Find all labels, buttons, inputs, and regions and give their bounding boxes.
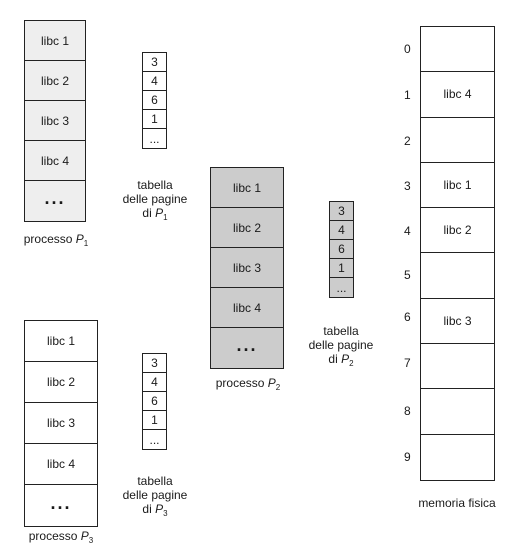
page-table-p3-label: tabella delle pagine di P3 — [122, 474, 188, 518]
page-table-p2-label: tabella delle pagine di P2 — [308, 324, 374, 368]
process-p3-label: processo P3 — [28, 529, 94, 545]
page-table-entry: 6 — [330, 240, 353, 259]
memory-frame — [421, 389, 494, 435]
page-table-entry: 1 — [143, 411, 166, 430]
page-cell: libc 4 — [211, 288, 283, 328]
memory-frame — [421, 344, 494, 390]
frame-index: 5 — [404, 268, 411, 282]
page-table-entry: ... — [330, 278, 353, 297]
page-table-entry: 4 — [143, 373, 166, 392]
frame-index: 2 — [404, 134, 411, 148]
process-p1-pages: libc 1 libc 2 libc 3 libc 4 ... — [24, 20, 86, 222]
page-table-entry: 4 — [330, 221, 353, 240]
page-cell: libc 4 — [25, 141, 85, 181]
memory-frame — [421, 27, 494, 73]
process-p2-pages: libc 1 libc 2 libc 3 libc 4 ... — [210, 167, 284, 369]
page-table-entry: ... — [149, 131, 160, 146]
process-p1-label: processo P1 — [23, 232, 89, 248]
process-p2-label: processo P2 — [215, 376, 281, 392]
frame-index: 3 — [404, 179, 411, 193]
memory-frame: libc 1 — [421, 163, 494, 209]
page-cell: libc 3 — [211, 248, 283, 288]
page-table-entry: 3 — [330, 202, 353, 221]
page-table-p3: 3 4 6 1 ... — [142, 353, 167, 450]
memory-frame — [421, 253, 494, 299]
page-table-entry: ... — [149, 432, 160, 447]
page-cell: libc 3 — [25, 101, 85, 141]
memory-frame: libc 4 — [421, 72, 494, 118]
physical-memory-label: memoria fisica — [418, 496, 496, 510]
process-p3-pages: libc 1 libc 2 libc 3 libc 4 ... — [24, 320, 98, 527]
physical-memory: libc 4 libc 1 libc 2 libc 3 — [420, 26, 495, 481]
page-table-p1: 3 4 6 1 ... — [142, 52, 167, 149]
frame-index: 6 — [404, 310, 411, 324]
frame-index: 4 — [404, 224, 411, 238]
page-cell: libc 3 — [25, 403, 97, 444]
frame-index: 7 — [404, 356, 411, 370]
memory-frame — [421, 118, 494, 163]
page-cell: libc 1 — [211, 168, 283, 208]
frame-index: 9 — [404, 450, 411, 464]
page-cell: libc 2 — [25, 61, 85, 101]
page-cell: libc 4 — [25, 444, 97, 485]
frame-index: 1 — [404, 88, 411, 102]
frame-index: 0 — [404, 42, 411, 56]
memory-frame: libc 2 — [421, 208, 494, 254]
page-cell: libc 2 — [211, 208, 283, 248]
page-table-entry: 1 — [330, 259, 353, 278]
page-table-p2: 3 4 6 1 ... — [329, 201, 354, 298]
page-table-entry: 1 — [143, 110, 166, 129]
page-cell-ellipsis: ... — [25, 181, 85, 221]
page-table-entry: 4 — [143, 72, 166, 91]
page-cell-ellipsis: ... — [211, 328, 283, 368]
page-table-entry: 3 — [143, 53, 166, 72]
page-table-entry: 6 — [143, 392, 166, 411]
frame-index: 8 — [404, 404, 411, 418]
page-table-p1-label: tabella delle pagine di P1 — [122, 178, 188, 222]
page-table-entry: 3 — [143, 354, 166, 373]
page-table-entry: 6 — [143, 91, 166, 110]
page-cell: libc 1 — [25, 321, 97, 362]
page-cell-ellipsis: ... — [25, 485, 97, 526]
memory-frame — [421, 435, 494, 480]
memory-frame: libc 3 — [421, 299, 494, 345]
page-cell: libc 1 — [25, 21, 85, 61]
page-cell: libc 2 — [25, 362, 97, 403]
